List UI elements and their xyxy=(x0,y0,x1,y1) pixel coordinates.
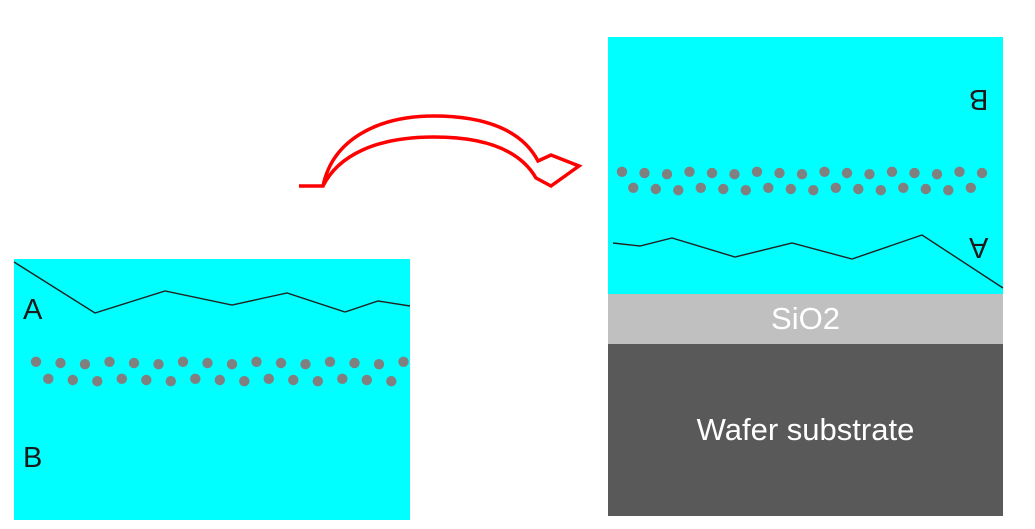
left-implant-dot xyxy=(30,356,42,367)
left-implant-dot xyxy=(128,357,140,369)
right-implant-dot xyxy=(751,166,763,177)
left-implant-dot xyxy=(251,356,262,367)
left-implant-dot xyxy=(104,356,115,367)
left-wafer xyxy=(14,259,410,520)
right-implant-dot xyxy=(740,185,751,196)
left-implant-dot xyxy=(202,357,213,369)
left-implant-dot xyxy=(275,357,287,369)
right-bonded-wafer xyxy=(608,37,1003,294)
right-implant-dot xyxy=(875,185,886,196)
right-implant-dot xyxy=(661,169,673,180)
right-implant-dot xyxy=(898,182,909,193)
left-implant-dot xyxy=(67,374,79,386)
left-implant-dot xyxy=(177,356,189,367)
right-implant-dot xyxy=(706,167,718,179)
right-implant-dot xyxy=(909,167,920,179)
right-implant-dot xyxy=(650,183,661,195)
oxide-layer: SiO2 xyxy=(608,294,1003,344)
left-implant-dot xyxy=(190,373,201,384)
right-implant-dot xyxy=(684,166,695,177)
wafer-substrate: Wafer substrate xyxy=(608,344,1003,516)
right-implant-dot xyxy=(841,167,853,179)
right-implant-dot xyxy=(943,185,954,196)
right-implant-dot xyxy=(931,169,943,180)
right-implant-dot xyxy=(718,183,729,195)
left-implant-dot xyxy=(55,357,66,369)
right-implant-dot xyxy=(785,183,796,195)
left-implant-dot xyxy=(337,373,348,384)
left-implant-dot xyxy=(153,359,164,370)
right-implant-dot xyxy=(864,169,875,180)
right-implant-dot xyxy=(954,166,965,177)
flip-arrow xyxy=(299,114,583,189)
left-implant-dot xyxy=(288,374,299,386)
left-implant-dot xyxy=(398,356,409,367)
left-implant-dot xyxy=(361,374,372,386)
right-implant-dot xyxy=(616,166,628,177)
left-implant-dot xyxy=(239,376,250,387)
left-implant-dot xyxy=(165,376,176,387)
left-implant-dot xyxy=(226,359,238,370)
right-implant-dot xyxy=(763,182,774,193)
right-implant-dot xyxy=(976,167,988,179)
right-implant-dot xyxy=(639,167,650,179)
right-implant-dot xyxy=(729,169,740,180)
left-implant-dot xyxy=(349,357,360,369)
right-implant-dot xyxy=(808,185,819,196)
left-implant-dot xyxy=(300,359,311,370)
left-implant-dot xyxy=(373,359,385,370)
right-implant-dot xyxy=(886,166,898,177)
right-implant-layer xyxy=(616,166,988,196)
left-implant-dot xyxy=(312,376,323,387)
right-implant-dot xyxy=(673,185,684,196)
right-implant-dot xyxy=(830,182,841,193)
left-wafer-label-a: A xyxy=(23,294,43,326)
left-rough-surface-line xyxy=(13,261,411,314)
right-implant-dot xyxy=(920,183,931,195)
right-implant-dot xyxy=(819,166,830,177)
left-implant-dot xyxy=(386,376,397,387)
substrate-label: Wafer substrate xyxy=(696,412,915,447)
left-implant-dot xyxy=(92,376,103,387)
left-implant-layer xyxy=(30,356,409,387)
right-rough-surface-line xyxy=(612,234,1004,289)
left-implant-dot xyxy=(43,373,54,384)
right-implant-dot xyxy=(853,183,864,195)
right-implant-dot xyxy=(774,167,785,179)
left-implant-dot xyxy=(214,374,225,386)
oxide-label: SiO2 xyxy=(771,301,840,336)
left-implant-dot xyxy=(141,374,152,386)
left-wafer-label-b: B xyxy=(23,442,43,474)
right-implant-dot xyxy=(628,182,639,193)
right-implant-dot xyxy=(965,182,976,193)
left-implant-dot xyxy=(79,359,91,370)
left-implant-dot xyxy=(116,373,128,384)
right-implant-dot xyxy=(695,182,706,193)
left-implant-dot xyxy=(324,356,336,367)
right-implant-dot xyxy=(796,169,808,180)
left-implant-dot xyxy=(263,373,274,384)
